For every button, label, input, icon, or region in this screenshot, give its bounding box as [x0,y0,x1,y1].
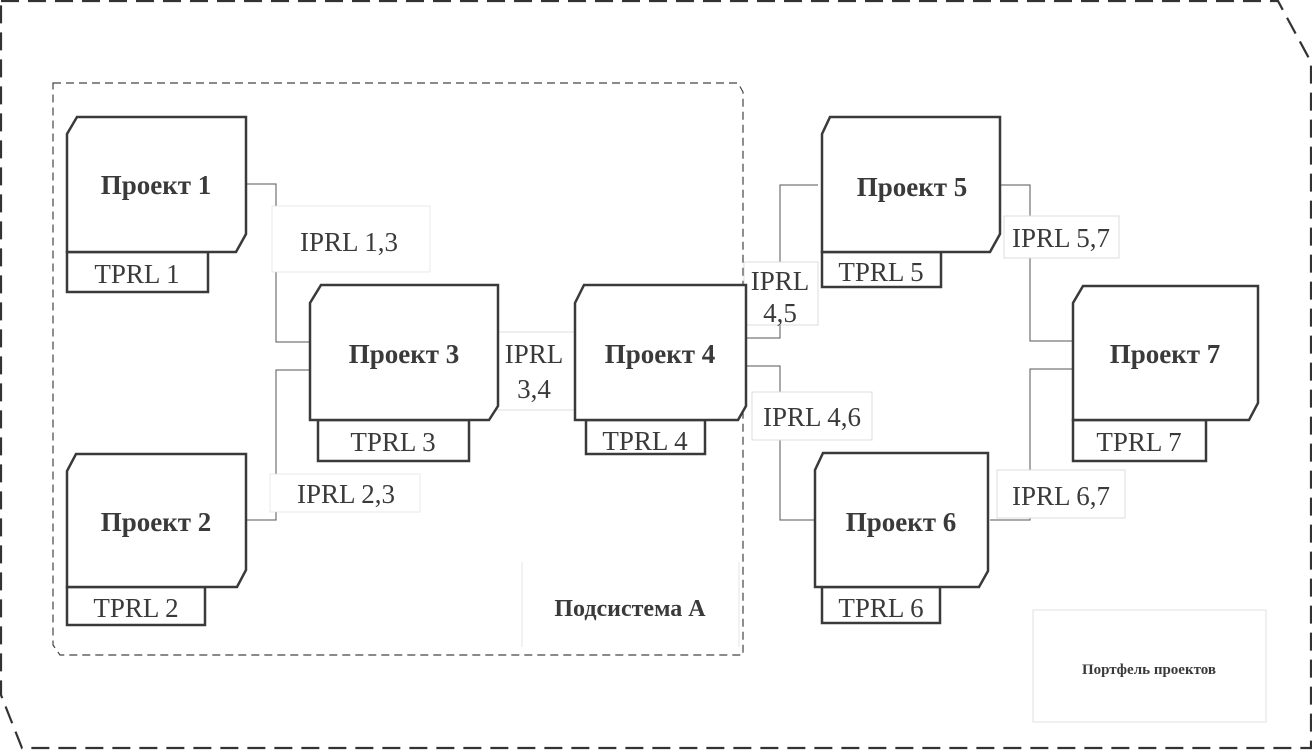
project-title: Проект 2 [101,507,212,537]
project-4[interactable]: TPRL 4 Проект 4 [573,283,748,456]
project-title: Проект 1 [101,170,212,200]
connector-6-7 [990,368,1072,521]
subsystem-title: Подсистема А [554,596,706,622]
tprl-label: TPRL 7 [1096,427,1181,457]
project-6[interactable]: TPRL 6 Проект 6 [813,451,990,625]
project-7[interactable]: TPRL 7 Проект 7 [1071,284,1260,463]
project-title: Проект 3 [349,339,460,369]
project-box [308,283,500,422]
project-box [573,283,748,422]
connector-5-7 [1000,184,1072,342]
iprl-text: IPRL 2,3 [297,479,395,509]
project-title: Проект 7 [1110,339,1221,369]
iprl-label-2-3: IPRL 2,3 [269,473,421,513]
iprl-label-1-3: IPRL 1,3 [271,205,431,273]
iprl-text: IPRL 1,3 [300,227,398,257]
project-5[interactable]: TPRL 5 Проект 5 [820,115,1002,289]
iprl-label-5-7: IPRL 5,7 [1003,215,1120,259]
project-title: Проект 4 [605,339,716,369]
iprl-label-6-7: IPRL 6,7 [996,469,1126,519]
connector-4-6 [745,365,815,521]
iprl-label-4-6: IPRL 4,6 [751,391,873,441]
project-box [1071,284,1260,422]
portfolio-label: Портфель проектов [1032,609,1267,723]
tprl-label: TPRL 6 [838,593,923,623]
tprl-label: TPRL 2 [93,593,178,623]
connectors [243,183,1072,521]
connector-2-3 [243,369,310,521]
iprl-text-line2: 4,5 [763,298,797,328]
tprl-box [65,250,210,294]
tprl-box [820,250,943,289]
tprl-label: TPRL 4 [602,426,688,456]
iprl-text: IPRL 4,6 [763,402,861,432]
iprl-label-4-5: IPRL 4,5 [743,261,819,328]
iprl-text: IPRL 6,7 [1012,481,1110,511]
project-1[interactable]: TPRL 1 Проект 1 [65,115,248,294]
tprl-label: TPRL 3 [350,427,435,457]
iprl-text-line2: 3,4 [517,374,551,404]
subsystem-label: Подсистема А [521,562,740,647]
iprl-text-line1: IPRL [751,266,810,296]
project-2[interactable]: TPRL 2 Проект 2 [65,452,248,627]
tprl-box [820,585,942,625]
project-title: Проект 5 [857,172,968,202]
iprl-label-3-4: IPRL 3,4 [491,331,579,411]
project-box [813,451,990,589]
iprl-text-line1: IPRL [505,339,564,369]
tprl-label: TPRL 5 [838,257,923,287]
iprl-text: IPRL 5,7 [1012,223,1110,253]
project-title: Проект 6 [846,507,957,537]
tprl-box [65,585,207,627]
tprl-label: TPRL 1 [94,259,179,289]
project-box [65,115,248,254]
project-box [820,115,1002,254]
project-box [65,452,248,589]
subsystem-a-boundary [52,82,744,656]
tprl-box [584,418,707,456]
project-3[interactable]: TPRL 3 Проект 3 [308,283,500,463]
portfolio-title: Портфель проектов [1082,662,1216,678]
